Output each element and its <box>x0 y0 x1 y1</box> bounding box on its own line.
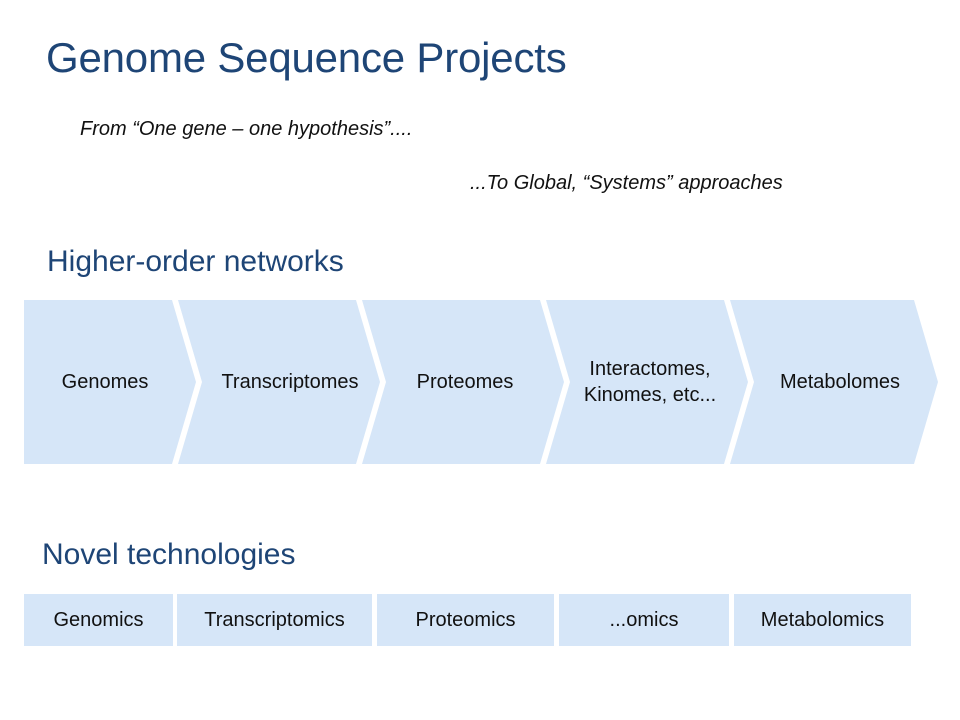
technologies-heading: Novel technologies <box>42 538 296 571</box>
quote-to: ...To Global, “Systems” approaches <box>470 172 783 194</box>
chevron-label-line: Proteomes <box>416 371 514 393</box>
chevron-label-genomes: Genomes <box>24 300 186 464</box>
networks-heading: Higher-order networks <box>47 245 344 278</box>
chevron-label-line: Metabolomes <box>779 371 901 393</box>
chevron-label-transcriptomes: Transcriptomes <box>198 300 382 464</box>
chevron-label-line: Genomes <box>61 371 149 393</box>
chevron-label-metabolomes: Metabolomes <box>754 300 926 464</box>
chevron-label-line: Kinomes, etc... <box>583 384 717 406</box>
tech-box-metabolomics: Metabolomics <box>734 594 911 646</box>
chevron-label-interactomes: Interactomes, Kinomes, etc... <box>566 300 734 464</box>
quote-from: From “One gene – one hypothesis”.... <box>80 118 413 140</box>
chevron-label-line: Interactomes, <box>589 358 711 380</box>
tech-box-omics: ...omics <box>559 594 729 646</box>
chevron-label-line: Transcriptomes <box>221 371 359 393</box>
tech-box-transcriptomics: Transcriptomics <box>177 594 372 646</box>
slide-title: Genome Sequence Projects <box>46 34 567 81</box>
chevron-label-proteomes: Proteomes <box>384 300 546 464</box>
tech-box-proteomics: Proteomics <box>377 594 554 646</box>
tech-box-genomics: Genomics <box>24 594 173 646</box>
